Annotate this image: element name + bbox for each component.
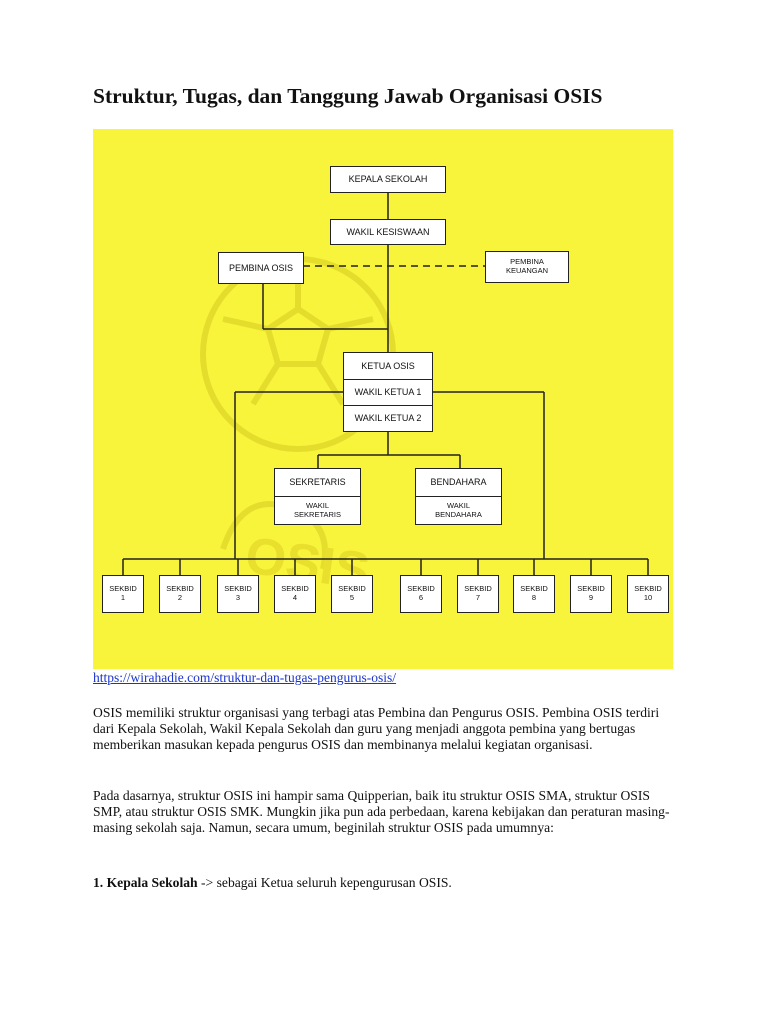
node-sekbid-6: SEKBID 6 [400, 575, 442, 613]
node-pembina-keuangan: PEMBINA KEUANGAN [485, 251, 569, 283]
node-wakil-sekretaris: WAKIL SEKRETARIS [274, 496, 361, 525]
node-bendahara: BENDAHARA [415, 468, 502, 497]
node-sekbid-7: SEKBID 7 [457, 575, 499, 613]
node-sekbid-5: SEKBID 5 [331, 575, 373, 613]
node-sekbid-3: SEKBID 3 [217, 575, 259, 613]
node-wakil-ketua-1: WAKIL KETUA 1 [343, 379, 433, 406]
node-sekbid-9: SEKBID 9 [570, 575, 612, 613]
node-sekbid-10: SEKBID 10 [627, 575, 669, 613]
list-item-kepala-sekolah: 1. Kepala Sekolah -> sebagai Ketua selur… [93, 875, 681, 891]
organization-chart: OSIS [93, 129, 673, 669]
paragraph-pembina: OSIS memiliki struktur organisasi yang t… [93, 705, 660, 752]
node-wakil-kesiswaan: WAKIL KESISWAAN [330, 219, 446, 245]
source-link[interactable]: https://wirahadie.com/struktur-dan-tugas… [93, 670, 397, 685]
list-item-text: -> sebagai Ketua seluruh kepengurusan OS… [197, 875, 452, 890]
paragraph-struktur: Pada dasarnya, struktur OSIS ini hampir … [93, 788, 670, 835]
page-title: Struktur, Tugas, dan Tanggung Jawab Orga… [93, 84, 603, 108]
node-sekbid-1: SEKBID 1 [102, 575, 144, 613]
node-sekbid-2: SEKBID 2 [159, 575, 201, 613]
node-sekbid-8: SEKBID 8 [513, 575, 555, 613]
node-sekbid-4: SEKBID 4 [274, 575, 316, 613]
node-pembina-osis: PEMBINA OSIS [218, 252, 304, 284]
node-kepala-sekolah: KEPALA SEKOLAH [330, 166, 446, 193]
node-wakil-ketua-2: WAKIL KETUA 2 [343, 405, 433, 432]
list-item-heading: 1. Kepala Sekolah [93, 875, 198, 890]
node-wakil-bendahara: WAKIL BENDAHARA [415, 496, 502, 525]
node-ketua-osis: KETUA OSIS [343, 352, 433, 380]
node-sekretaris: SEKRETARIS [274, 468, 361, 497]
